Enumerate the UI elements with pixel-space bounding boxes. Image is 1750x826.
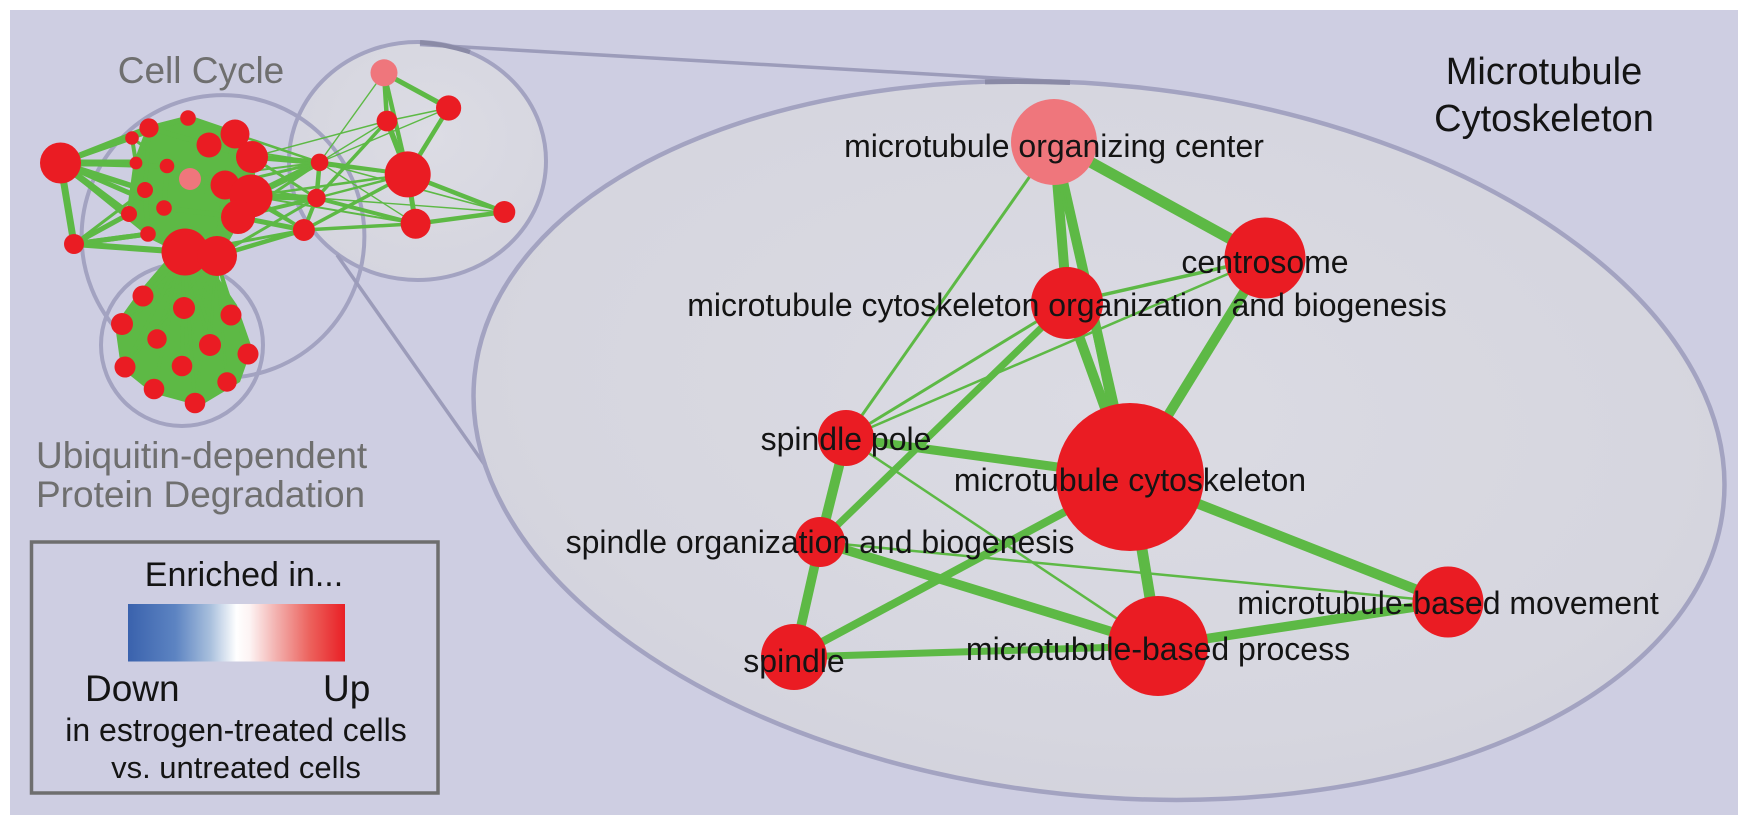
svg-text:centrosome: centrosome	[1181, 244, 1348, 280]
svg-text:in estrogen-treated cells: in estrogen-treated cells	[65, 712, 407, 748]
svg-text:spindle pole: spindle pole	[761, 421, 932, 457]
svg-text:Down: Down	[85, 668, 180, 709]
svg-text:Microtubule: Microtubule	[1446, 51, 1642, 93]
svg-text:spindle: spindle	[743, 643, 844, 679]
svg-text:Enriched in...: Enriched in...	[145, 556, 343, 594]
svg-text:microtubule cytoskeleton: microtubule cytoskeleton	[954, 462, 1306, 498]
svg-text:microtubule organizing center: microtubule organizing center	[844, 128, 1264, 164]
svg-text:Ubiquitin-dependent: Ubiquitin-dependent	[36, 435, 368, 476]
svg-text:Protein Degradation: Protein Degradation	[36, 474, 365, 515]
svg-text:Cytoskeleton: Cytoskeleton	[1434, 98, 1654, 140]
svg-text:Up: Up	[323, 668, 370, 709]
svg-text:microtubule-based process: microtubule-based process	[966, 631, 1350, 667]
svg-text:Cell Cycle: Cell Cycle	[118, 50, 285, 91]
svg-text:vs. untreated cells: vs. untreated cells	[111, 750, 361, 785]
svg-text:spindle organization and bioge: spindle organization and biogenesis	[566, 524, 1075, 560]
svg-text:microtubule cytoskeleton organ: microtubule cytoskeleton organization an…	[687, 287, 1447, 323]
svg-text:microtubule-based movement: microtubule-based movement	[1237, 585, 1659, 621]
